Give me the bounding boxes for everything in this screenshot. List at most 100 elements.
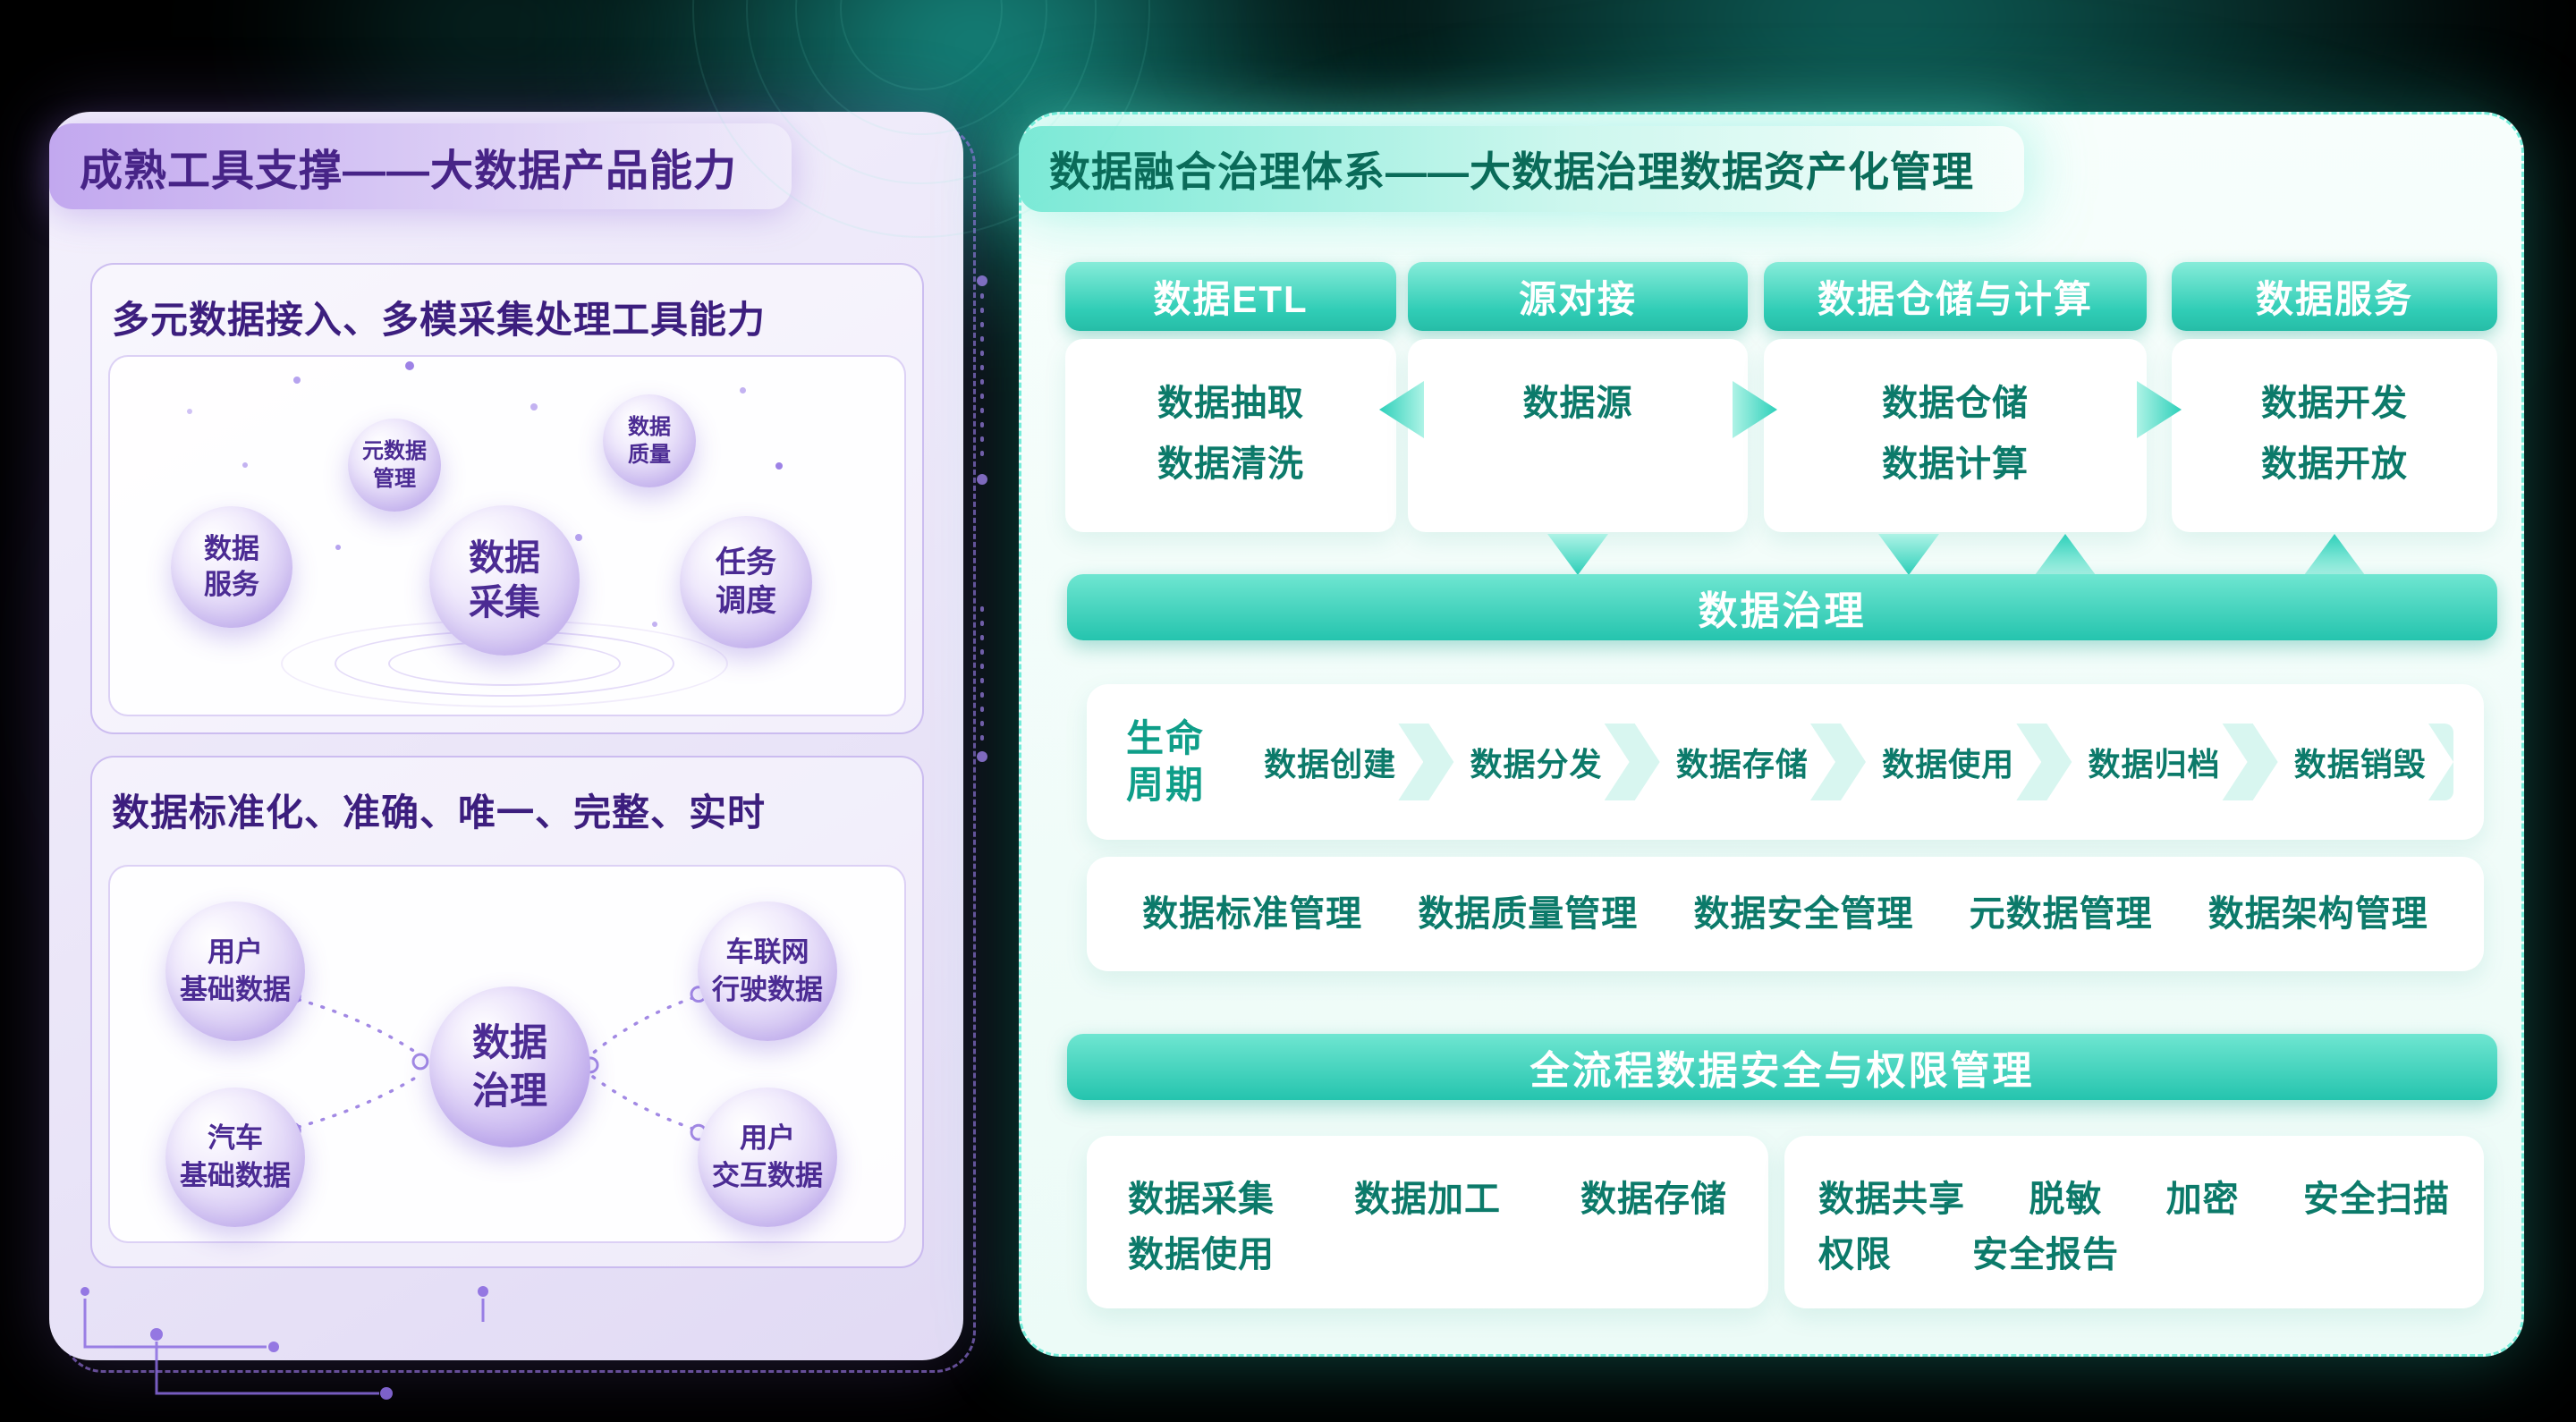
dot-decoration xyxy=(335,545,341,550)
lifecycle-label-line: 生命 xyxy=(1126,717,1206,759)
column-item: 数据开发 xyxy=(2261,384,2408,423)
arrow-down-icon xyxy=(1547,534,1608,575)
lifecycle-step: 数据销毁 xyxy=(2253,724,2453,800)
arrow-up-icon xyxy=(2304,534,2365,575)
management-item: 数据标准管理 xyxy=(1142,894,1363,934)
management-item: 元数据管理 xyxy=(1969,894,2153,934)
bubble-label: 元数据 xyxy=(362,439,427,463)
column-items-box: 数据源 xyxy=(1408,339,1748,532)
column-header: 数据仓储与计算 xyxy=(1764,262,2147,331)
left-panel-title: 成熟工具支撑——大数据产品能力 xyxy=(80,148,738,195)
lifecycle-label-line: 周期 xyxy=(1126,764,1206,806)
bubble-vehicle-base-data: 汽车 基础数据 xyxy=(165,1088,305,1227)
security-row: 数据共享 脱敏 加密 安全扫描 xyxy=(1818,1172,2450,1227)
standards-section-title: 数据标准化、准确、唯一、完整、实时 xyxy=(112,791,767,834)
bubble-label: 基础数据 xyxy=(180,1160,291,1191)
security-item: 脱敏 xyxy=(2029,1180,2103,1219)
column-item: 数据清洗 xyxy=(1157,444,1304,484)
dot-decoration xyxy=(293,377,301,384)
governance-bar: 数据治理 xyxy=(1067,574,2497,640)
right-panel-title-badge: 数据融合治理体系——大数据治理数据资产化管理 xyxy=(1019,126,2024,212)
dot-decoration xyxy=(242,462,248,468)
security-bar: 全流程数据安全与权限管理 xyxy=(1067,1034,2497,1100)
arrow-up-icon xyxy=(2035,534,2096,575)
bubble-label: 汽车 xyxy=(208,1122,263,1154)
management-item: 数据安全管理 xyxy=(1693,894,1914,934)
bubble-label: 采集 xyxy=(469,583,540,622)
tools-section: 多元数据接入、多模采集处理工具能力 数据 服务 xyxy=(90,263,924,734)
lifecycle-step: 数据归档 xyxy=(2046,724,2247,800)
dot-decoration xyxy=(740,387,746,394)
bubble-label: 管理 xyxy=(373,467,416,491)
column-items-box: 数据抽取 数据清洗 xyxy=(1065,339,1396,532)
dot-decoration xyxy=(530,403,538,411)
security-item: 数据加工 xyxy=(1354,1180,1501,1219)
bubble-label: 数据 xyxy=(204,533,259,564)
security-item: 数据共享 xyxy=(1818,1180,1965,1219)
security-item: 数据存储 xyxy=(1580,1180,1727,1219)
column-data-etl: 数据ETL 数据抽取 数据清洗 xyxy=(1065,262,1396,532)
lifecycle-label: 生命 周期 xyxy=(1126,715,1205,808)
lifecycle-step: 数据分发 xyxy=(1428,724,1629,800)
lifecycle-step: 数据创建 xyxy=(1237,724,1423,800)
arrow-down-icon xyxy=(1878,534,1939,575)
bubble-label: 交互数据 xyxy=(712,1160,823,1191)
governance-canvas: 用户 基础数据 车联网 行驶数据 汽车 基础数据 用户 交互数据 数据 治理 xyxy=(108,865,906,1243)
right-panel-title: 数据融合治理体系——大数据治理数据资产化管理 xyxy=(1049,148,1974,195)
security-right-panel: 数据共享 脱敏 加密 安全扫描 权限 安全报告 xyxy=(1784,1136,2484,1308)
bubble-label: 用户 xyxy=(208,936,263,968)
security-item: 加密 xyxy=(2165,1180,2240,1219)
dot-decoration xyxy=(775,462,783,470)
bubble-data-quality: 数据 质量 xyxy=(603,394,696,487)
dot-decoration xyxy=(652,622,657,627)
column-item: 数据源 xyxy=(1522,384,1633,423)
bubble-data-collection: 数据 采集 xyxy=(429,505,580,656)
bubble-label: 数据 xyxy=(469,538,540,578)
right-panel: 数据融合治理体系——大数据治理数据资产化管理 数据ETL 数据抽取 数据清洗 源… xyxy=(1019,112,2524,1357)
left-panel-title-badge: 成熟工具支撑——大数据产品能力 xyxy=(49,123,792,209)
column-warehouse-compute: 数据仓储与计算 数据仓储 数据计算 xyxy=(1764,262,2147,532)
column-item: 数据抽取 xyxy=(1157,384,1304,423)
management-item: 数据质量管理 xyxy=(1418,894,1639,934)
security-item: 权限 xyxy=(1818,1235,1892,1274)
bubble-label: 质量 xyxy=(628,443,671,467)
bubble-data-service: 数据 服务 xyxy=(171,506,292,628)
column-item: 数据开放 xyxy=(2261,444,2408,484)
bubble-label: 数据 xyxy=(471,1021,547,1063)
bubble-label: 数据 xyxy=(628,415,671,439)
bubble-metadata-management: 元数据 管理 xyxy=(348,419,441,512)
standards-section: 数据标准化、准确、唯一、完整、实时 xyxy=(90,756,924,1268)
security-item: 数据采集 xyxy=(1128,1180,1275,1219)
security-left-panel: 数据采集 数据加工 数据存储 数据使用 xyxy=(1087,1136,1768,1308)
management-panel: 数据标准管理 数据质量管理 数据安全管理 元数据管理 数据架构管理 xyxy=(1087,857,2484,971)
bubble-label: 服务 xyxy=(204,569,259,600)
column-items-box: 数据仓储 数据计算 xyxy=(1764,339,2147,532)
tools-section-title: 多元数据接入、多模采集处理工具能力 xyxy=(112,299,767,341)
security-item: 安全报告 xyxy=(1972,1235,2119,1274)
bubble-user-base-data: 用户 基础数据 xyxy=(165,901,305,1041)
tools-canvas: 数据 服务 元数据 管理 数据 采集 数据 质量 任务 调度 xyxy=(108,355,906,716)
lifecycle-step: 数据使用 xyxy=(1841,724,2041,800)
column-items-box: 数据开发 数据开放 xyxy=(2172,339,2497,532)
bubble-label: 基础数据 xyxy=(180,974,291,1005)
column-data-service: 数据服务 数据开发 数据开放 xyxy=(2172,262,2497,532)
lifecycle-step: 数据存储 xyxy=(1635,724,1835,800)
security-row: 数据采集 数据加工 数据存储 xyxy=(1128,1172,1727,1227)
bubble-label: 车联网 xyxy=(725,936,809,968)
column-header: 源对接 xyxy=(1408,262,1748,331)
bubble-label: 调度 xyxy=(716,584,776,618)
security-row: 权限 安全报告 xyxy=(1818,1227,2450,1282)
bubble-label: 任务 xyxy=(716,546,776,580)
dot-decoration xyxy=(575,534,582,541)
bubble-label: 用户 xyxy=(740,1122,795,1154)
security-row: 数据使用 xyxy=(1128,1227,1727,1282)
bubble-user-interaction-data: 用户 交互数据 xyxy=(698,1088,837,1227)
bubble-iov-driving-data: 车联网 行驶数据 xyxy=(698,901,837,1041)
bubble-data-governance: 数据 治理 xyxy=(429,986,590,1147)
bubble-task-scheduling: 任务 调度 xyxy=(680,516,812,648)
lifecycle-panel: 生命 周期 数据创建 数据分发 数据存储 数据使用 数据归档 数据销毁 xyxy=(1087,684,2484,840)
column-source-connect: 源对接 数据源 xyxy=(1408,262,1748,532)
column-item: 数据计算 xyxy=(1882,444,2029,484)
left-panel: 成熟工具支撑——大数据产品能力 多元数据接入、多模采集处理工具能力 xyxy=(49,112,963,1360)
